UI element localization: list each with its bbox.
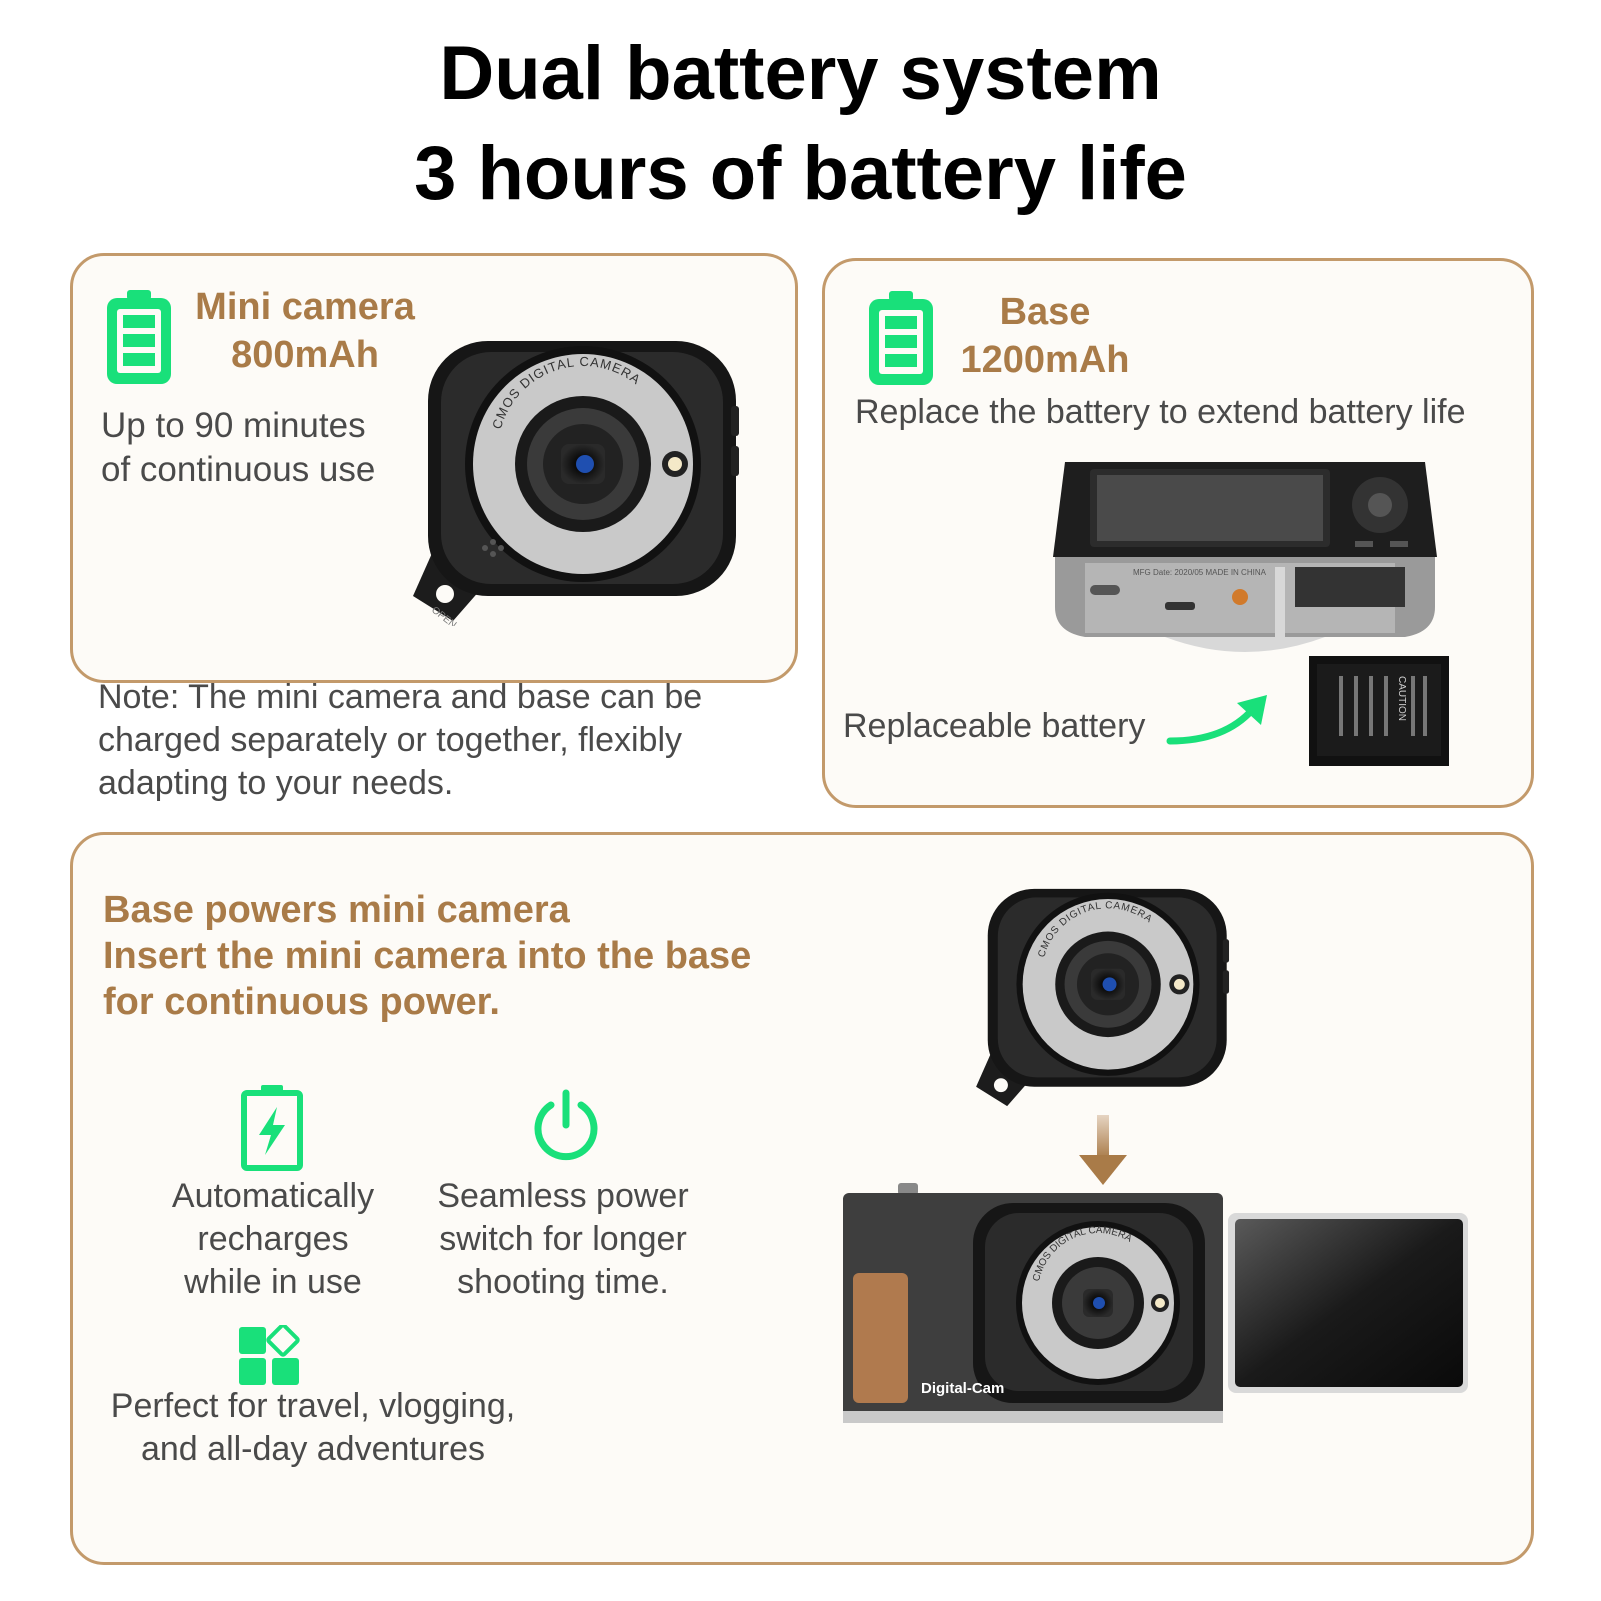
charging-battery-icon: [241, 1085, 303, 1171]
feature-2-line-1: Seamless power: [437, 1177, 689, 1215]
bottom-heading-2: Insert the mini camera into the base: [103, 935, 752, 977]
base-powers-panel: Base powers mini camera Insert the mini …: [70, 832, 1534, 1565]
travel-line-1: Perfect for travel, vlogging,: [110, 1387, 516, 1425]
feature-1-line-3: while in use: [184, 1263, 362, 1301]
travel-line-2: and all-day adventures: [140, 1430, 485, 1468]
base-title: Base: [999, 291, 1091, 333]
replaceable-battery-label: Replaceable battery: [843, 707, 1146, 745]
replaceable-battery-image: CAUTION: [1299, 646, 1459, 776]
down-arrow-icon: [1077, 1115, 1129, 1187]
base-desc: Replace the battery to extend battery li…: [855, 393, 1466, 431]
battery-icon: [869, 291, 933, 385]
base-panel: Base 1200mAh Replace the battery to exte…: [822, 258, 1534, 808]
mfg-label: MFG Date: 2020/05 MADE IN CHINA: [1133, 568, 1267, 577]
bottom-heading-3: for continuous power.: [103, 981, 500, 1023]
feature-2-line-3: shooting time.: [457, 1263, 669, 1301]
note-line-1: Note: The mini camera and base can be: [98, 678, 703, 716]
mini-camera-title: Mini camera: [195, 286, 415, 328]
feature-2-line-2: switch for longer: [439, 1220, 687, 1258]
brand-label: Digital-Cam: [921, 1380, 1004, 1397]
bottom-heading-1: Base powers mini camera: [103, 889, 570, 931]
battery-icon: [107, 290, 171, 384]
combined-camera-image: CMOS DIGITAL CAMERA Digital-Cam: [843, 1183, 1483, 1438]
apps-grid-icon: [239, 1325, 301, 1387]
feature-1-line-1: Automatically: [171, 1177, 375, 1215]
note-line-3: adapting to your needs.: [98, 764, 454, 802]
headline-line-1: Dual battery system: [439, 31, 1162, 116]
mini-camera-image: OPEN CMOS DIGITAL CAMERA: [413, 336, 753, 626]
mini-camera-image: CMOS DIGITAL CAMERA: [973, 885, 1243, 1110]
note-line-2: charged separately or together, flexibly: [98, 721, 683, 759]
feature-1-line-2: recharges: [197, 1220, 349, 1258]
mini-camera-capacity: 800mAh: [231, 334, 379, 376]
mini-camera-panel: Mini camera 800mAh Up to 90 minutes of c…: [70, 253, 798, 683]
headline-line-2: 3 hours of battery life: [414, 131, 1187, 216]
curved-arrow-icon: [1165, 691, 1275, 751]
base-capacity: 1200mAh: [960, 339, 1130, 381]
mini-camera-desc-2: of continuous use: [101, 450, 376, 489]
base-camera-image: MFG Date: 2020/05 MADE IN CHINA: [1045, 457, 1445, 672]
power-icon: [531, 1089, 601, 1161]
mini-camera-desc-1: Up to 90 minutes: [101, 406, 366, 445]
battery-caution: CAUTION: [1396, 676, 1407, 721]
